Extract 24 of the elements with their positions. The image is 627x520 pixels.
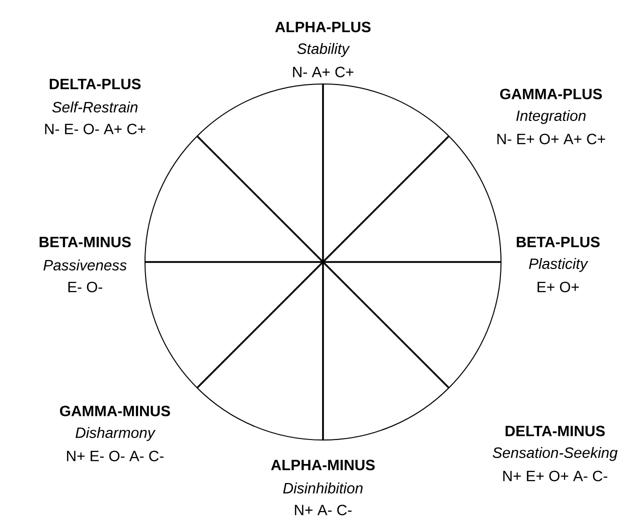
group-name: GAMMA-MINUS: [60, 406, 170, 416]
trait-name: Stability: [297, 43, 350, 57]
trait-code: E- O-: [68, 282, 102, 292]
group-name: BETA-PLUS: [516, 236, 600, 248]
trait-name: Plasticity: [528, 258, 588, 272]
trait-code: N+ E- O- A- C-: [67, 450, 164, 462]
trait-name: Passiveness: [44, 260, 127, 270]
group-name: BETA-MINUS: [40, 236, 131, 248]
trait-name: Self-Restrain: [52, 102, 138, 112]
trait-name: Integration: [516, 110, 586, 124]
trait-code: E+ O+: [538, 282, 579, 292]
trait-name: Disinhibition: [283, 482, 363, 494]
group-name: ALPHA-MINUS: [271, 460, 375, 470]
trait-code: N- E- O- A+ C+: [45, 124, 146, 134]
group-name: ALPHA-PLUS: [275, 22, 371, 32]
trait-code: N- A+ C+: [293, 66, 354, 78]
group-name: DELTA-MINUS: [506, 426, 605, 436]
trait-code: N+ A- C-: [294, 504, 352, 516]
trait-name: Sensation-Seeking: [492, 447, 618, 461]
group-name: GAMMA-PLUS: [500, 88, 602, 100]
group-name: DELTA-PLUS: [50, 78, 141, 90]
trait-name: Disharmony: [76, 427, 156, 441]
trait-code: N- E+ O+ A+ C+: [497, 134, 606, 144]
trait-code: N+ E+ O+ A- C-: [503, 470, 608, 482]
